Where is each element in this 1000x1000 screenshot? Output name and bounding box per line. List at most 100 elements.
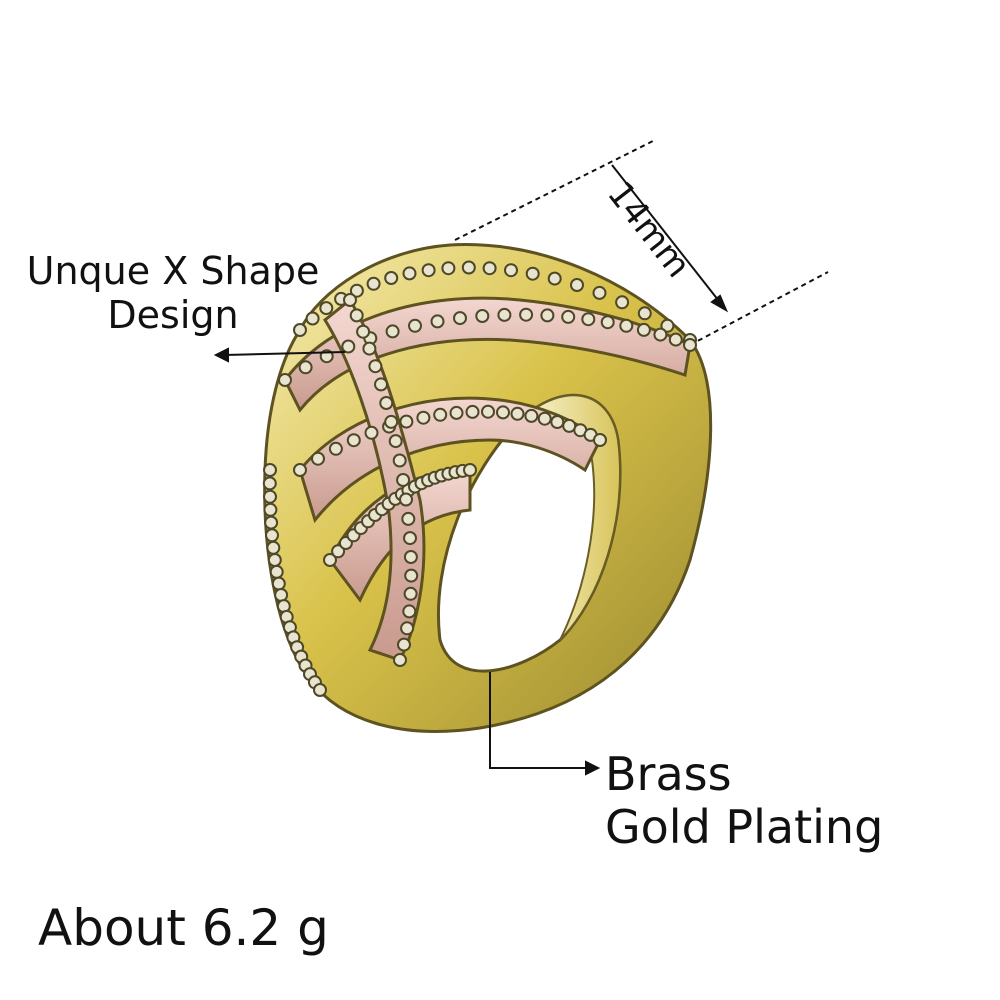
pave-stone bbox=[293, 463, 307, 477]
pave-stone bbox=[463, 463, 477, 477]
pave-stone bbox=[346, 433, 361, 448]
pave-stone bbox=[537, 411, 552, 426]
pave-stone bbox=[263, 463, 277, 477]
pave-stone bbox=[263, 489, 277, 504]
design-callout-arrow-head bbox=[213, 347, 229, 363]
pave-stone bbox=[368, 359, 383, 374]
pave-stone bbox=[430, 314, 445, 329]
pave-stone bbox=[313, 683, 327, 697]
pave-stone bbox=[637, 306, 652, 321]
material-callout-arrow-head bbox=[585, 760, 601, 776]
pave-stone bbox=[323, 553, 337, 567]
pave-stone bbox=[453, 311, 467, 326]
pave-stone bbox=[593, 433, 607, 447]
pave-stone bbox=[547, 271, 562, 286]
pave-stone bbox=[399, 492, 413, 507]
pave-stone bbox=[570, 278, 584, 292]
pave-stone bbox=[581, 312, 596, 327]
dimension-arrow-head bbox=[710, 294, 729, 313]
pave-stone bbox=[262, 476, 277, 491]
pave-stone bbox=[385, 324, 400, 339]
pave-stone bbox=[592, 285, 607, 300]
pave-stone bbox=[366, 276, 381, 291]
design-label-line-1: Unque X Shape bbox=[26, 249, 320, 293]
design-label: Unque X Shape Design bbox=[8, 249, 338, 337]
pave-stone bbox=[328, 441, 343, 456]
pave-stone bbox=[379, 396, 394, 410]
pave-stone bbox=[401, 511, 416, 526]
pave-stone bbox=[278, 373, 292, 387]
pave-stone bbox=[615, 295, 630, 310]
dimension-line-top bbox=[454, 139, 656, 241]
pave-stones bbox=[262, 260, 697, 697]
pave-stone bbox=[475, 309, 490, 323]
material-label-line-1: Brass bbox=[605, 747, 732, 801]
pave-stone bbox=[600, 315, 615, 330]
pave-stone bbox=[441, 261, 456, 276]
dimension-line-bottom bbox=[689, 271, 829, 346]
pave-stone bbox=[305, 311, 320, 326]
pave-stone bbox=[269, 564, 284, 579]
pave-stone bbox=[433, 407, 448, 422]
pave-stone bbox=[421, 263, 436, 278]
dimension-arrow bbox=[611, 164, 727, 311]
pave-stone bbox=[660, 318, 675, 333]
pave-stone bbox=[331, 544, 346, 559]
pave-stone bbox=[267, 553, 282, 567]
pave-stone bbox=[362, 341, 377, 356]
pave-stone bbox=[525, 266, 540, 281]
pave-stone bbox=[519, 307, 534, 322]
pave-stone bbox=[392, 453, 407, 468]
pave-stone bbox=[461, 260, 476, 275]
pave-stone bbox=[404, 568, 419, 583]
pave-stone bbox=[384, 271, 399, 285]
design-label-line-2: Design bbox=[107, 292, 239, 337]
pave-stone bbox=[561, 309, 576, 324]
pave-stone bbox=[403, 531, 417, 546]
pave-stone bbox=[403, 586, 418, 601]
pave-stone bbox=[653, 327, 668, 342]
pave-stone bbox=[416, 410, 431, 425]
pave-stone bbox=[397, 637, 411, 652]
pave-stone bbox=[263, 502, 278, 517]
material-callout-line bbox=[489, 672, 590, 769]
pave-stone bbox=[683, 338, 697, 352]
pave-stone bbox=[504, 263, 518, 278]
pave-stone bbox=[349, 283, 364, 298]
material-label-line-2: Gold Plating bbox=[605, 799, 884, 854]
pave-stone bbox=[349, 308, 364, 323]
weight-label: About 6.2 g bbox=[38, 899, 329, 957]
material-label: Brass Gold Plating bbox=[605, 748, 883, 854]
pave-stone bbox=[293, 323, 307, 337]
pave-stone bbox=[540, 308, 555, 323]
pave-stone bbox=[400, 621, 415, 636]
pave-stone bbox=[388, 434, 403, 449]
pave-stone bbox=[384, 414, 399, 429]
pave-stone bbox=[374, 377, 388, 392]
pave-stone bbox=[319, 301, 334, 316]
pave-stone bbox=[264, 515, 279, 530]
pave-stone bbox=[356, 324, 371, 339]
pave-stone bbox=[271, 576, 286, 591]
pave-stone bbox=[364, 425, 379, 440]
pave-stone bbox=[341, 339, 356, 354]
pave-stone bbox=[266, 540, 281, 555]
callout-arrows bbox=[213, 347, 601, 776]
pave-stone bbox=[668, 332, 683, 347]
pave-stone bbox=[550, 415, 565, 429]
dimension-lines bbox=[454, 139, 829, 346]
pave-stone bbox=[396, 473, 411, 487]
pave-stone bbox=[311, 451, 325, 466]
pave-stone bbox=[274, 588, 289, 602]
pave-stone bbox=[481, 404, 495, 419]
pave-stone bbox=[403, 550, 418, 564]
pave-stone bbox=[619, 318, 634, 333]
pave-stone bbox=[298, 360, 313, 375]
pave-stone bbox=[265, 528, 279, 543]
pave-stone bbox=[343, 293, 357, 307]
pave-stone bbox=[524, 408, 539, 423]
pave-stone bbox=[399, 414, 414, 429]
pave-stone bbox=[465, 404, 480, 419]
pave-stone bbox=[449, 405, 464, 420]
